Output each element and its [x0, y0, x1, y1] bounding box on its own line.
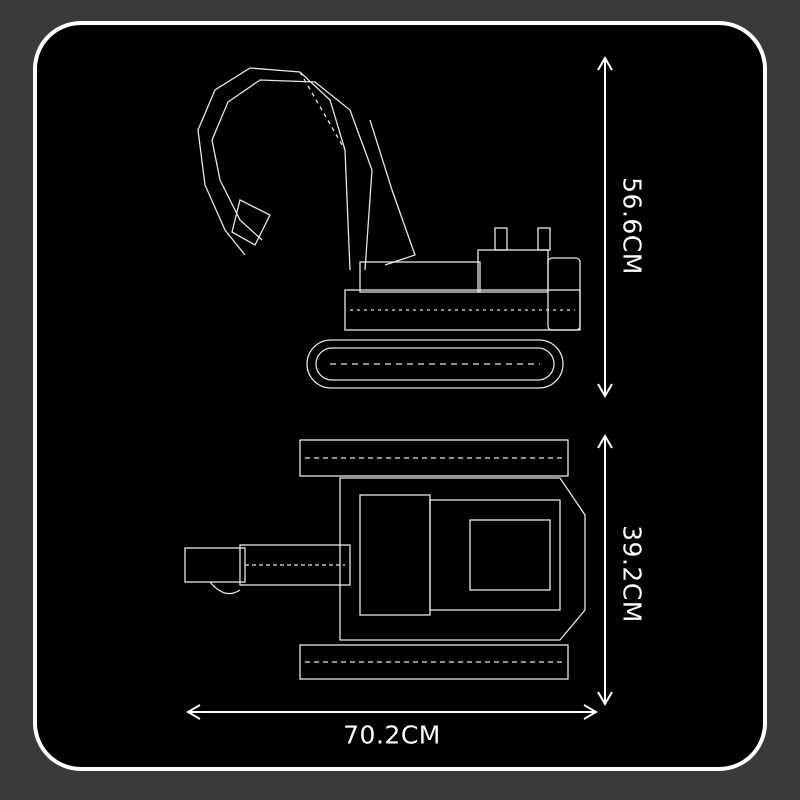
excavator-side-view	[197, 67, 581, 389]
height-dimension-arrow	[597, 56, 613, 398]
excavator-top-view	[184, 439, 586, 680]
length-dimension-arrow	[186, 704, 598, 720]
width-dimension-arrow	[597, 434, 613, 706]
length-label: 70.2CM	[343, 720, 441, 750]
width-label: 39.2CM	[617, 525, 647, 623]
dimension-panel	[33, 21, 767, 771]
height-label: 56.6CM	[617, 177, 647, 275]
